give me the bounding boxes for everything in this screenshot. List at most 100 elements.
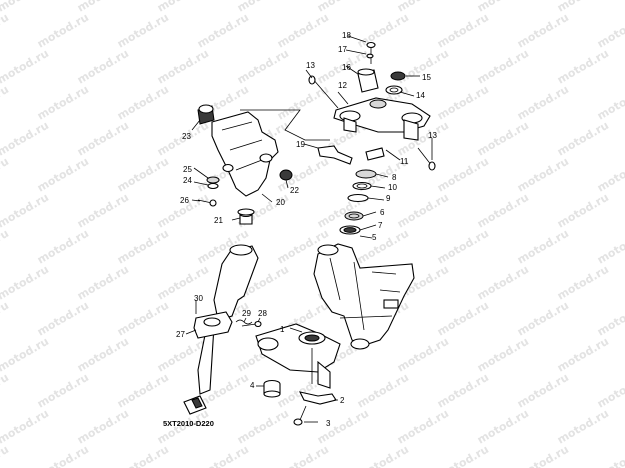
part-number-label: 6 — [380, 208, 385, 217]
watermark-text: motod.ru — [35, 227, 91, 267]
watermark-text: motod.ru — [0, 119, 51, 159]
part-number-label: 24 — [183, 176, 192, 185]
watermark-text: motod.ru — [0, 11, 11, 51]
watermark-text: motod.ru — [195, 443, 251, 468]
watermark-text: motod.ru — [555, 335, 611, 375]
watermark-text: motod.ru — [515, 11, 571, 51]
part-number-label: 13 — [428, 131, 437, 140]
part-number-label: 11 — [400, 157, 409, 166]
part-number-label: 22 — [290, 186, 299, 195]
watermark-text: motod.ru — [435, 11, 491, 51]
front-direction-icon — [183, 395, 207, 415]
watermark-text: motod.ru — [435, 155, 491, 195]
watermark-text: motod.ru — [115, 443, 171, 468]
part-number-label: 8 — [392, 173, 397, 182]
watermark-text: motod.ru — [75, 119, 131, 159]
part-number-label: 27 — [176, 330, 185, 339]
watermark-text: motod.ru — [115, 11, 171, 51]
watermark-text: motod.ru — [0, 83, 11, 123]
watermark-text: motod.ru — [115, 371, 171, 411]
watermark-text: motod.ru — [595, 227, 625, 267]
watermark-text: motod.ru — [475, 335, 531, 375]
watermark-text: motod.ru — [555, 119, 611, 159]
front-fork-tube — [193, 244, 262, 395]
watermark-text: motod.ru — [115, 299, 171, 339]
watermark-text: motod.ru — [0, 407, 51, 447]
watermark-text: motod.ru — [75, 263, 131, 303]
watermark-text: motod.ru — [595, 155, 625, 195]
watermark-text: motod.ru — [0, 47, 51, 87]
part-number-label: 29 — [242, 309, 251, 318]
part-number-label: 13 — [306, 61, 315, 70]
watermark-text: motod.ru — [395, 191, 451, 231]
part-number-label: 23 — [182, 132, 191, 141]
watermark-text: motod.ru — [395, 407, 451, 447]
part-number-label: 30 — [194, 294, 203, 303]
part-number-label: 15 — [422, 73, 431, 82]
watermark-text: motod.ru — [515, 443, 571, 468]
part-number-label: 1 — [280, 325, 285, 334]
watermark-text: motod.ru — [475, 191, 531, 231]
watermark-text: motod.ru — [515, 299, 571, 339]
part-number-label: 25 — [183, 165, 192, 174]
watermark-text: motod.ru — [355, 371, 411, 411]
watermark-text: motod.ru — [275, 83, 331, 123]
watermark-text: motod.ru — [0, 371, 11, 411]
part-number-label: 20 — [276, 198, 285, 207]
watermark-text: motod.ru — [0, 191, 51, 231]
watermark-text: motod.ru — [235, 407, 291, 447]
watermark-text: motod.ru — [355, 227, 411, 267]
leader-lines — [185, 35, 433, 423]
watermark-text: motod.ru — [555, 191, 611, 231]
part-number-label: 26 — [180, 196, 189, 205]
watermark-text: motod.ru — [595, 299, 625, 339]
part-number-label: 5 — [372, 233, 377, 242]
part-labels: 1234567891011121313141516171819202122232… — [176, 31, 437, 428]
part-number-label: 19 — [296, 140, 305, 149]
watermark-text: motod.ru — [0, 299, 11, 339]
watermark-text: motod.ru — [115, 83, 171, 123]
watermark-text: motod.ru — [595, 83, 625, 123]
watermark-text: motod.ru — [0, 227, 11, 267]
watermark-text: motod.ru — [35, 299, 91, 339]
watermark-text: motod.ru — [475, 119, 531, 159]
part-number-label: 14 — [416, 91, 425, 100]
diagram-code: 5XT2010-D220 — [163, 419, 214, 428]
part-number-label: 16 — [342, 63, 351, 72]
watermark-text: motod.ru — [275, 443, 331, 468]
part-number-label: 18 — [342, 31, 351, 40]
watermark-text: motod.ru — [155, 47, 211, 87]
watermark-text: motod.ru — [35, 83, 91, 123]
watermark-text: motod.ru — [275, 11, 331, 51]
lower-triple-clamp — [255, 323, 341, 426]
watermark-text: motod.ru — [435, 299, 491, 339]
watermark-text: motod.ru — [435, 227, 491, 267]
watermark-text: motod.ru — [595, 443, 625, 468]
watermark-text: motod.ru — [0, 263, 51, 303]
watermark-text: motod.ru — [555, 47, 611, 87]
watermark-text: motod.ru — [435, 371, 491, 411]
watermark-text: motod.ru — [515, 227, 571, 267]
watermark-text: motod.ru — [395, 335, 451, 375]
watermark-text: motod.ru — [435, 83, 491, 123]
watermark-text: motod.ru — [75, 191, 131, 231]
watermark-text: motod.ru — [515, 83, 571, 123]
watermark-text: motod.ru — [75, 335, 131, 375]
watermark-text: motod.ru — [595, 11, 625, 51]
watermark-text: motod.ru — [75, 407, 131, 447]
part-number-label: 17 — [338, 45, 347, 54]
watermark-text: motod.ru — [515, 155, 571, 195]
part-number-label: 28 — [258, 309, 267, 318]
part-number-label: 12 — [338, 81, 347, 90]
watermark-text: motod.ru — [595, 371, 625, 411]
watermark-text: motod.ru — [0, 443, 11, 468]
part-number-label: 4 — [250, 381, 255, 390]
watermark-text: motod.ru — [355, 443, 411, 468]
watermark-text: motod.ru — [35, 11, 91, 51]
part-number-label: 2 — [340, 396, 345, 405]
watermark-text: motod.ru — [115, 227, 171, 267]
headlight-bracket — [197, 104, 330, 225]
watermark-text: motod.ru — [0, 155, 11, 195]
